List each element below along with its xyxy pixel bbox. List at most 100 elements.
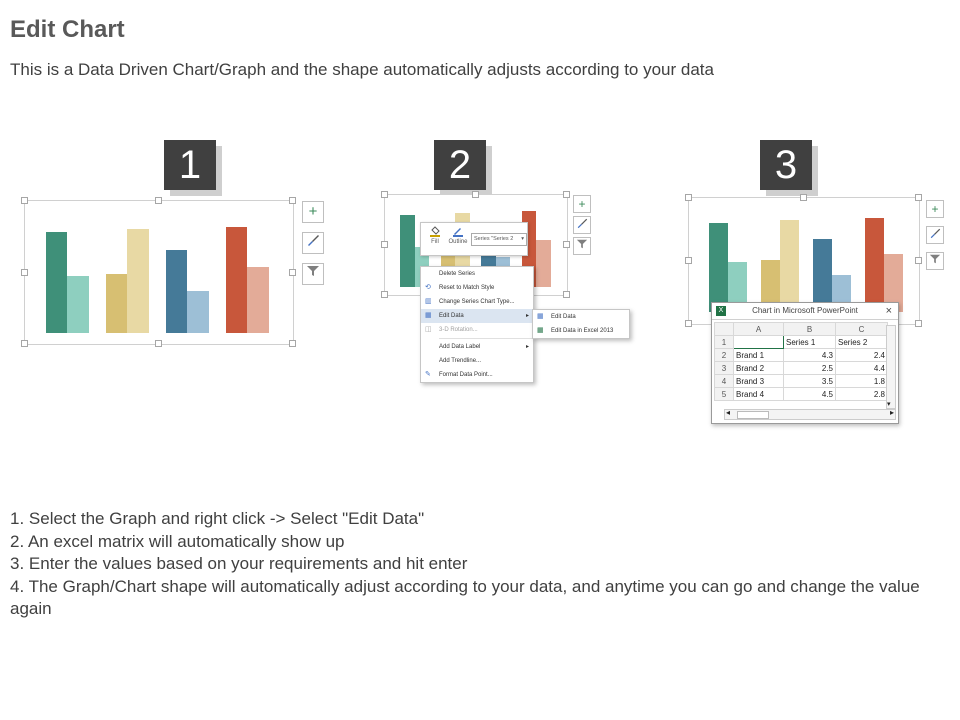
- menu-item-edit-data[interactable]: ▦Edit Data▸: [421, 309, 533, 323]
- vertical-scrollbar[interactable]: ▾: [886, 325, 896, 409]
- cell[interactable]: 4.3: [782, 348, 836, 362]
- resize-handle[interactable]: [289, 268, 296, 276]
- menu-item-change-chart-type[interactable]: ▥Change Series Chart Type...: [421, 295, 533, 309]
- chart-styles-button-3[interactable]: [926, 226, 944, 244]
- resize-handle[interactable]: [685, 257, 692, 264]
- resize-handle[interactable]: [155, 340, 162, 347]
- bar-brand-1-series-1[interactable]: [709, 222, 728, 312]
- menu-item-delete-series[interactable]: Delete Series: [421, 267, 533, 281]
- bar-brand-2-series-2[interactable]: [779, 220, 799, 312]
- add-chart-element-button-2[interactable]: +: [573, 195, 591, 213]
- add-chart-element-button-3[interactable]: +: [926, 200, 944, 218]
- chart-styles-button-2[interactable]: [573, 216, 591, 234]
- horizontal-scrollbar[interactable]: ◂ ▸: [724, 408, 896, 420]
- bar-brand-4-series-2[interactable]: [536, 239, 551, 287]
- chart-filters-button-2[interactable]: [573, 237, 591, 255]
- cell[interactable]: Brand 1: [733, 348, 784, 362]
- bar-brand-1-series-1[interactable]: [400, 214, 415, 287]
- cell[interactable]: Brand 3: [733, 374, 784, 388]
- chart-frame-1[interactable]: [21, 197, 296, 347]
- resize-handle[interactable]: [915, 320, 922, 327]
- column-header-c[interactable]: C: [834, 322, 889, 336]
- resize-handle[interactable]: [685, 320, 692, 327]
- bar-brand-3-series-1[interactable]: [165, 250, 188, 333]
- menu-item-add-data-label[interactable]: Add Data Label▸: [421, 340, 533, 354]
- cell[interactable]: 4.4: [834, 361, 889, 375]
- scroll-right-icon[interactable]: ▸: [889, 408, 894, 417]
- resize-handle[interactable]: [563, 191, 570, 198]
- cell[interactable]: 4.5: [782, 387, 836, 401]
- column-header-a[interactable]: A: [733, 322, 784, 336]
- add-chart-element-button-1[interactable]: +: [302, 201, 324, 223]
- bar-brand-3-series-2[interactable]: [187, 290, 209, 333]
- row-number[interactable]: 1: [714, 335, 734, 349]
- pen-icon: [453, 228, 463, 237]
- chart-filters-button-1[interactable]: [302, 263, 324, 285]
- resize-handle[interactable]: [381, 241, 388, 248]
- series-select[interactable]: Series "Series 2 ▾: [471, 233, 527, 246]
- menu-item-3d-rotation: ◫3-D Rotation...: [421, 323, 533, 337]
- resize-handle[interactable]: [472, 191, 479, 198]
- cell[interactable]: 3.5: [782, 374, 836, 388]
- bar-brand-1-series-2[interactable]: [727, 262, 747, 312]
- fill-button[interactable]: Fill: [425, 225, 445, 253]
- bar-chart-icon: ▥: [425, 298, 432, 305]
- resize-handle[interactable]: [289, 197, 296, 204]
- cell[interactable]: 2.4: [834, 348, 889, 362]
- menu-item-label: Reset to Match Style: [439, 285, 495, 291]
- plus-icon: +: [308, 203, 318, 220]
- bar-brand-4-series-1[interactable]: [225, 226, 248, 333]
- bar-brand-4-series-1[interactable]: [865, 218, 884, 312]
- resize-handle[interactable]: [915, 194, 922, 201]
- resize-handle[interactable]: [21, 197, 28, 204]
- resize-handle[interactable]: [800, 194, 807, 201]
- bar-brand-3-series-1[interactable]: [813, 239, 832, 312]
- cell[interactable]: 2.5: [782, 361, 836, 375]
- resize-handle[interactable]: [289, 340, 296, 347]
- submenu-item-edit-in-excel[interactable]: ▦Edit Data in Excel 2013: [533, 324, 629, 338]
- resize-handle[interactable]: [381, 191, 388, 198]
- cell[interactable]: Series 1: [782, 335, 836, 349]
- close-icon[interactable]: ×: [885, 305, 892, 317]
- resize-handle[interactable]: [21, 268, 28, 276]
- cell[interactable]: 2.8: [834, 387, 889, 401]
- corner-cell[interactable]: [714, 322, 734, 336]
- resize-handle[interactable]: [685, 194, 692, 201]
- scroll-down-icon[interactable]: ▾: [887, 401, 891, 408]
- cell[interactable]: [733, 335, 784, 349]
- bar-brand-2-series-1[interactable]: [105, 274, 128, 333]
- cell[interactable]: Brand 4: [733, 387, 784, 401]
- chart-plot-1[interactable]: [41, 215, 281, 333]
- menu-item-format-data-point[interactable]: ✎Format Data Point...: [421, 368, 533, 382]
- scroll-left-icon[interactable]: ◂: [726, 408, 731, 417]
- bar-brand-1-series-2[interactable]: [67, 276, 89, 333]
- resize-handle[interactable]: [21, 340, 28, 347]
- menu-item-add-trendline[interactable]: Add Trendline...: [421, 354, 533, 368]
- resize-handle[interactable]: [563, 241, 570, 248]
- row-number[interactable]: 5: [714, 387, 734, 401]
- bar-brand-2-series-2[interactable]: [127, 229, 149, 333]
- cell[interactable]: Series 2: [834, 335, 889, 349]
- outline-button[interactable]: Outline: [447, 225, 469, 253]
- chart-plot-3[interactable]: [705, 208, 913, 312]
- chart-filters-button-3[interactable]: [926, 252, 944, 270]
- row-number[interactable]: 2: [714, 348, 734, 362]
- resize-handle[interactable]: [155, 197, 162, 204]
- resize-handle[interactable]: [381, 291, 388, 298]
- column-header-b[interactable]: B: [782, 322, 836, 336]
- bar-brand-4-series-2[interactable]: [247, 266, 269, 333]
- resize-handle[interactable]: [915, 257, 922, 264]
- bar-brand-1-series-1[interactable]: [45, 231, 68, 333]
- scroll-thumb[interactable]: [737, 411, 769, 419]
- resize-handle[interactable]: [563, 291, 570, 298]
- chart-styles-button-1[interactable]: [302, 232, 324, 254]
- submenu-item-edit-data[interactable]: ▦Edit Data: [533, 310, 629, 324]
- bar-brand-2-series-1[interactable]: [761, 260, 780, 312]
- menu-item-reset-style[interactable]: ⟲Reset to Match Style: [421, 281, 533, 295]
- row-number[interactable]: 3: [714, 361, 734, 375]
- cell[interactable]: Brand 2: [733, 361, 784, 375]
- row-number[interactable]: 4: [714, 374, 734, 388]
- step-1: 1. Select the Graph and right click -> S…: [10, 509, 425, 528]
- bar-brand-4-series-2[interactable]: [883, 253, 903, 312]
- cell[interactable]: 1.8: [834, 374, 889, 388]
